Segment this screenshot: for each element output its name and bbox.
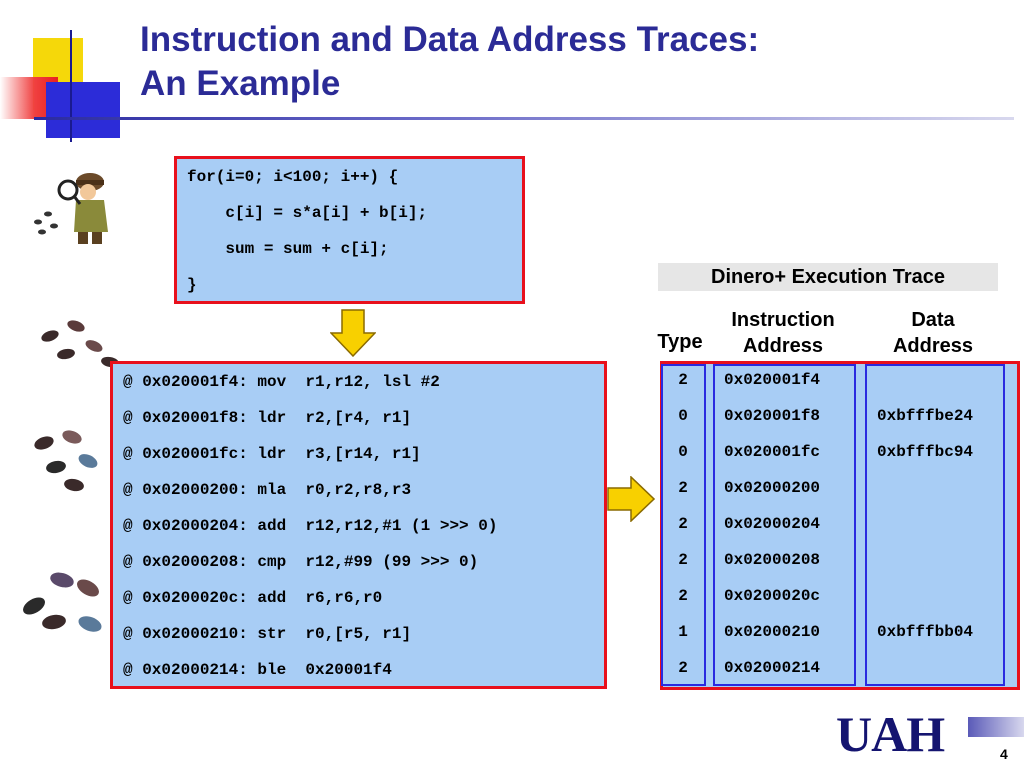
title-line-1: Instruction and Data Address Traces: [140, 20, 760, 59]
trace-cell-type: 1 [678, 623, 688, 641]
trace-cell-instruction: 0x02000200 [724, 479, 821, 497]
trace-cell-instruction: 0x020001f4 [724, 371, 821, 389]
trace-cell-type: 2 [678, 371, 688, 389]
assembly-line: @ 0x020001f8: ldr r2,[r4, r1] [123, 409, 412, 427]
assembly-line: @ 0x020001fc: ldr r3,[r14, r1] [123, 445, 421, 463]
column-header-type: Type [657, 331, 703, 353]
title-line-2: An Example [140, 64, 341, 103]
page-number: 4 [1000, 746, 1008, 762]
trace-cell-type: 0 [678, 407, 688, 425]
arrow-right-icon [607, 476, 655, 522]
source-code-box: for(i=0; i<100; i++) { c[i] = s*a[i] + b… [174, 156, 525, 304]
trace-cell-instruction: 0x02000210 [724, 623, 821, 641]
column-header-line: Address [892, 335, 974, 357]
trace-cell-data: 0xbfffbb04 [877, 623, 974, 641]
trace-cell-instruction: 0x02000208 [724, 551, 821, 569]
logo-bar [968, 717, 1024, 737]
trace-header: Dinero+ Execution Trace [658, 263, 998, 291]
footprints-icon [41, 320, 119, 368]
trace-cell-instruction: 0x0200020c [724, 587, 821, 605]
trace-cell-type: 2 [678, 479, 688, 497]
column-header-line: Data [911, 309, 955, 331]
assembly-code-box: @ 0x020001f4: mov r1,r12, lsl #2 @ 0x020… [110, 361, 607, 689]
column-header-data-address: Data Address [866, 307, 1000, 359]
source-line: for(i=0; i<100; i++) { [187, 168, 399, 186]
trace-cell-instruction: 0x020001f8 [724, 407, 821, 425]
assembly-line: @ 0x02000204: add r12,r12,#1 (1 >>> 0) [123, 517, 498, 535]
footprints-icon [23, 572, 102, 632]
footprints-icon [34, 430, 98, 492]
trace-column-type [661, 364, 706, 686]
decor-vertical-line [70, 30, 72, 142]
source-line: } [187, 276, 197, 294]
slide-title: Instruction and Data Address Traces: An … [140, 18, 759, 106]
assembly-line: @ 0x020001f4: mov r1,r12, lsl #2 [123, 373, 440, 391]
uah-logo: UAH [836, 706, 945, 762]
column-header-line: Instruction [731, 309, 835, 331]
assembly-line: @ 0x02000214: ble 0x20001f4 [123, 661, 392, 679]
assembly-line: @ 0x0200020c: add r6,r6,r0 [123, 589, 383, 607]
trace-cell-instruction: 0x020001fc [724, 443, 821, 461]
decor-blue-block [46, 82, 120, 138]
trace-table [660, 361, 1020, 690]
trace-cell-type: 2 [678, 659, 688, 677]
detective-icon [34, 173, 108, 244]
trace-cell-type: 2 [678, 515, 688, 533]
arrow-down-icon [330, 309, 376, 357]
assembly-line: @ 0x02000208: cmp r12,#99 (99 >>> 0) [123, 553, 479, 571]
trace-cell-data: 0xbfffbe24 [877, 407, 974, 425]
column-header-line: Address [742, 335, 824, 357]
trace-cell-instruction: 0x02000204 [724, 515, 821, 533]
title-underline [34, 117, 1014, 120]
trace-cell-instruction: 0x02000214 [724, 659, 821, 677]
trace-cell-type: 2 [678, 551, 688, 569]
assembly-line: @ 0x02000200: mla r0,r2,r8,r3 [123, 481, 412, 499]
source-line: c[i] = s*a[i] + b[i]; [187, 204, 428, 222]
trace-cell-type: 2 [678, 587, 688, 605]
trace-cell-type: 0 [678, 443, 688, 461]
assembly-line: @ 0x02000210: str r0,[r5, r1] [123, 625, 412, 643]
trace-column-instruction [713, 364, 856, 686]
trace-cell-data: 0xbfffbc94 [877, 443, 974, 461]
trace-column-data [865, 364, 1005, 686]
column-header-instruction-address: Instruction Address [712, 307, 854, 359]
source-line: sum = sum + c[i]; [187, 240, 389, 258]
